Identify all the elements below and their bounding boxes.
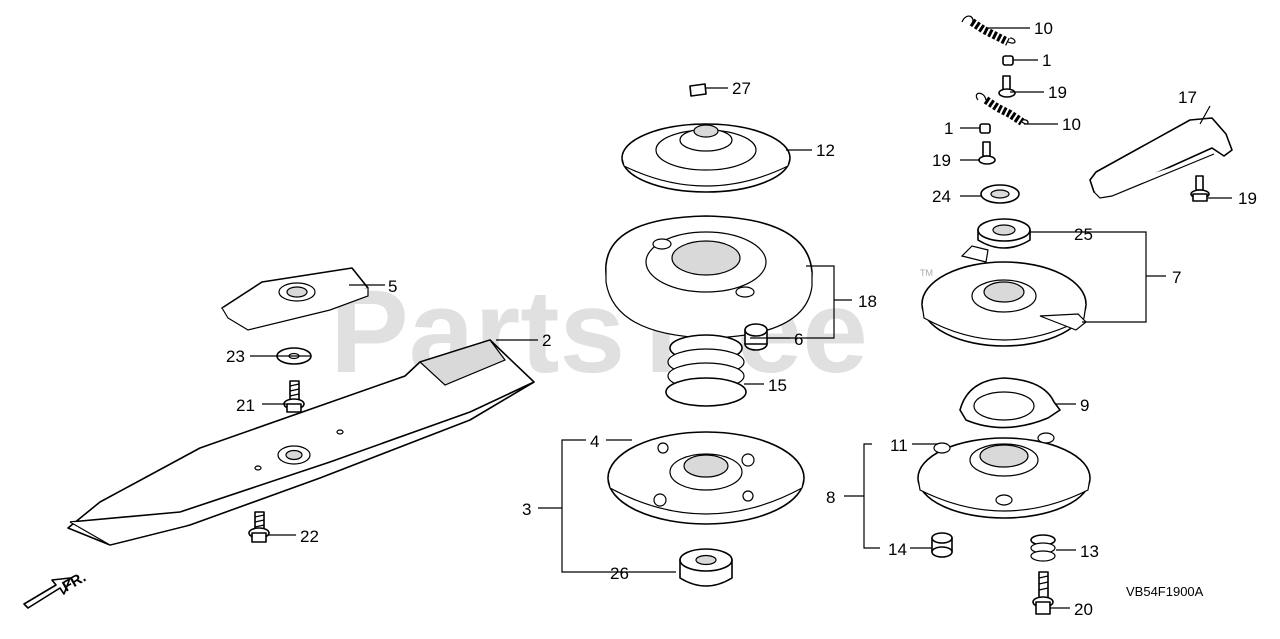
clutch-spring[interactable]	[665, 334, 747, 407]
callout-15[interactable]: 15	[768, 376, 787, 395]
callout-4[interactable]: 4	[590, 432, 599, 451]
housing-bolt[interactable]	[1032, 571, 1054, 615]
callout-18[interactable]: 18	[858, 292, 877, 311]
brake-gasket[interactable]	[959, 377, 1061, 429]
front-direction-arrow: FR.	[23, 569, 89, 609]
callout-19-mid[interactable]: 19	[932, 151, 951, 170]
spring-nut-lower[interactable]	[979, 123, 991, 134]
clutch-nut[interactable]	[744, 323, 768, 351]
callout-12[interactable]: 12	[816, 141, 835, 160]
callout-5[interactable]: 5	[388, 277, 397, 296]
callout-13[interactable]: 13	[1080, 542, 1099, 561]
callout-20[interactable]: 20	[1074, 600, 1093, 619]
housing-spring[interactable]	[1030, 534, 1056, 562]
callout-9[interactable]: 9	[1080, 396, 1089, 415]
callout-19-upper[interactable]: 19	[1048, 83, 1067, 102]
brake-arm[interactable]	[1089, 117, 1233, 199]
callout-26[interactable]: 26	[610, 564, 629, 583]
leader-lines	[250, 27, 1232, 609]
callout-21[interactable]: 21	[236, 396, 255, 415]
callout-1-upper[interactable]: 1	[1042, 51, 1051, 70]
brake-housing[interactable]	[921, 245, 1087, 347]
diagram-code: VB54F1900A	[1126, 584, 1204, 599]
callout-3[interactable]: 3	[522, 500, 531, 519]
spring-nut-upper[interactable]	[1002, 55, 1014, 66]
callout-10-lower[interactable]: 10	[1062, 115, 1081, 134]
callout-24[interactable]: 24	[932, 187, 951, 206]
callout-25[interactable]: 25	[1074, 225, 1093, 244]
brake-bearing[interactable]	[977, 218, 1031, 249]
brake-spring-lower[interactable]	[975, 92, 1029, 126]
blade-holder[interactable]	[221, 267, 369, 331]
callout-23[interactable]: 23	[226, 347, 245, 366]
blade-bolt[interactable]	[248, 511, 270, 543]
spring-bolt-lower[interactable]	[978, 141, 996, 165]
callout-8[interactable]: 8	[826, 488, 835, 507]
brake-spring-upper[interactable]	[961, 15, 1016, 46]
callout-7[interactable]: 7	[1172, 268, 1181, 287]
clutch-plate[interactable]	[605, 215, 813, 339]
callout-2[interactable]: 2	[542, 331, 551, 350]
watermark-tm: TM	[920, 268, 933, 278]
top-pulley[interactable]	[621, 123, 791, 193]
housing-nut[interactable]	[931, 532, 953, 558]
spring-bolt-upper[interactable]	[998, 75, 1016, 98]
brake-washer[interactable]	[980, 184, 1020, 204]
callout-19-arm[interactable]: 19	[1238, 189, 1257, 208]
brake-arm-bolt[interactable]	[1190, 175, 1210, 202]
callout-6[interactable]: 6	[794, 330, 803, 349]
pin[interactable]	[689, 83, 707, 97]
callout-1-lower[interactable]: 1	[944, 119, 953, 138]
callout-11[interactable]: 11	[890, 436, 908, 455]
mower-blade[interactable]	[67, 339, 535, 546]
lower-brake-housing[interactable]	[917, 432, 1091, 519]
callout-22[interactable]: 22	[300, 527, 319, 546]
callout-14[interactable]: 14	[888, 540, 907, 559]
bearing[interactable]	[679, 548, 733, 587]
callout-10-upper[interactable]: 10	[1034, 19, 1053, 38]
callout-27[interactable]: 27	[732, 79, 751, 98]
blade-holder-bolt[interactable]	[283, 380, 305, 413]
clutch-bottom-plate[interactable]	[607, 431, 805, 525]
callout-17[interactable]: 17	[1178, 88, 1197, 107]
